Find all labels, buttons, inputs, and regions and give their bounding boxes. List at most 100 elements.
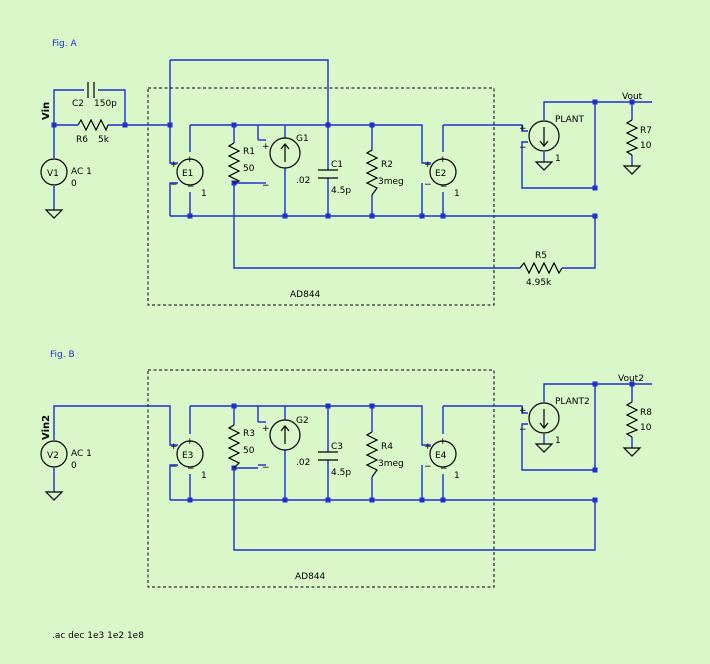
r2-value: 3meg bbox=[378, 177, 404, 187]
v1-value: AC 1 bbox=[71, 167, 92, 177]
vcvs-e1: + − + − E1 1 bbox=[170, 155, 207, 199]
svg-text:−: − bbox=[187, 464, 195, 474]
svg-text:−: − bbox=[262, 181, 270, 191]
ground-icon bbox=[44, 209, 64, 219]
ground-icon bbox=[534, 161, 554, 171]
resistor-r6: R6 5k bbox=[76, 118, 110, 145]
figure-a-title: Fig. A bbox=[52, 39, 77, 49]
e4-value: 1 bbox=[454, 471, 460, 481]
r6-value: 5k bbox=[98, 135, 110, 145]
resistor-r8: R8 10 bbox=[625, 401, 652, 438]
v2-value2: 0 bbox=[71, 461, 77, 471]
r8-value: 10 bbox=[640, 423, 652, 433]
r2-name: R2 bbox=[381, 160, 393, 170]
svg-text:−: − bbox=[440, 182, 448, 192]
spice-directive: .ac dec 1e3 1e2 1e8 bbox=[52, 631, 144, 641]
svg-text:−: − bbox=[519, 143, 527, 153]
ground-icon bbox=[44, 491, 64, 501]
plant-value: 1 bbox=[555, 154, 561, 164]
c3-value: 4.5p bbox=[331, 468, 351, 478]
g2-value: .02 bbox=[296, 458, 310, 468]
svg-text:+: + bbox=[439, 437, 447, 447]
plant2-name: PLANT2 bbox=[555, 397, 590, 407]
r7-name: R7 bbox=[640, 126, 652, 136]
resistor-r5: R5 4.95k bbox=[519, 251, 563, 288]
ground-icon bbox=[622, 165, 642, 175]
r4-value: 3meg bbox=[378, 459, 404, 469]
current-source-g1: + − G1 .02 bbox=[262, 134, 310, 191]
net-label-vin: Vin bbox=[41, 102, 52, 120]
e3-value: 1 bbox=[201, 471, 207, 481]
svg-text:+: + bbox=[262, 424, 270, 434]
ad844-box-b bbox=[147, 369, 495, 588]
e2-name: E2 bbox=[435, 169, 446, 179]
c3-name: C3 bbox=[331, 442, 343, 452]
v1-name: V1 bbox=[47, 169, 59, 179]
svg-text:−: − bbox=[424, 462, 432, 472]
svg-text:−: − bbox=[170, 462, 178, 472]
svg-text:−: − bbox=[170, 180, 178, 190]
c1-name: C1 bbox=[331, 160, 343, 170]
e1-value: 1 bbox=[201, 189, 207, 199]
svg-text:−: − bbox=[424, 180, 432, 190]
svg-text:−: − bbox=[519, 425, 527, 435]
ad844-box-a bbox=[147, 87, 495, 306]
svg-text:−: − bbox=[187, 182, 195, 192]
e2-value: 1 bbox=[454, 189, 460, 199]
ground-icon bbox=[622, 447, 642, 457]
voltage-source-v2: V2 AC 1 0 bbox=[40, 440, 92, 471]
g2-name: G2 bbox=[296, 416, 309, 426]
svg-text:−: − bbox=[262, 463, 270, 473]
plant-name: PLANT bbox=[555, 115, 585, 125]
current-source-g2: + − G2 .02 bbox=[262, 416, 310, 473]
svg-text:+: + bbox=[170, 160, 178, 170]
net-label-vout: Vout bbox=[622, 92, 643, 102]
capacitor-c1: C1 4.5p bbox=[318, 160, 351, 196]
capacitor-c2: C2 150p bbox=[72, 82, 117, 109]
c2-value: 150p bbox=[94, 99, 117, 109]
net-label-vin2: Vin2 bbox=[41, 415, 52, 440]
svg-text:+: + bbox=[519, 406, 527, 416]
plant2-source: + − PLANT2 1 bbox=[519, 397, 590, 446]
e3-name: E3 bbox=[182, 451, 193, 461]
resistor-r2: R2 3meg bbox=[365, 149, 404, 196]
vcvs-e2: + − + − E2 1 bbox=[424, 155, 460, 199]
svg-text:+: + bbox=[424, 160, 432, 170]
net-label-vout2: Vout2 bbox=[618, 374, 644, 384]
ad844-label-b: AD844 bbox=[295, 572, 326, 582]
r6-name: R6 bbox=[76, 135, 88, 145]
g1-value: .02 bbox=[296, 176, 310, 186]
vcvs-e4: + − + − E4 1 bbox=[424, 437, 460, 481]
svg-text:+: + bbox=[519, 124, 527, 134]
resistor-r1: R1 50 bbox=[227, 142, 255, 184]
r3-name: R3 bbox=[243, 429, 255, 439]
wires-a bbox=[53, 59, 652, 269]
wires-b bbox=[53, 383, 652, 551]
svg-text:−: − bbox=[440, 464, 448, 474]
r7-value: 10 bbox=[640, 141, 652, 151]
c1-value: 4.5p bbox=[331, 186, 351, 196]
r4-name: R4 bbox=[381, 442, 393, 452]
r5-name: R5 bbox=[535, 251, 547, 261]
resistor-r3: R3 50 bbox=[227, 424, 255, 469]
g1-name: G1 bbox=[296, 134, 309, 144]
svg-text:+: + bbox=[424, 442, 432, 452]
resistor-r7: R7 10 bbox=[625, 119, 652, 156]
figure-b: Fig. B AD844 bbox=[40, 350, 652, 588]
svg-text:+: + bbox=[170, 442, 178, 452]
plant2-value: 1 bbox=[555, 436, 561, 446]
r1-name: R1 bbox=[243, 147, 255, 157]
svg-text:+: + bbox=[439, 155, 447, 165]
ground-icon bbox=[534, 443, 554, 453]
plant-source: + − PLANT 1 bbox=[519, 115, 585, 164]
figure-b-title: Fig. B bbox=[50, 350, 75, 360]
resistor-r4: R4 3meg bbox=[365, 431, 404, 478]
svg-text:+: + bbox=[186, 437, 194, 447]
figure-a: Fig. A AD844 bbox=[40, 39, 652, 306]
c2-name: C2 bbox=[72, 99, 84, 109]
vcvs-e3: + − + − E3 1 bbox=[170, 437, 207, 481]
r8-name: R8 bbox=[640, 408, 652, 418]
junctions-a bbox=[51, 99, 635, 219]
svg-text:+: + bbox=[262, 142, 270, 152]
